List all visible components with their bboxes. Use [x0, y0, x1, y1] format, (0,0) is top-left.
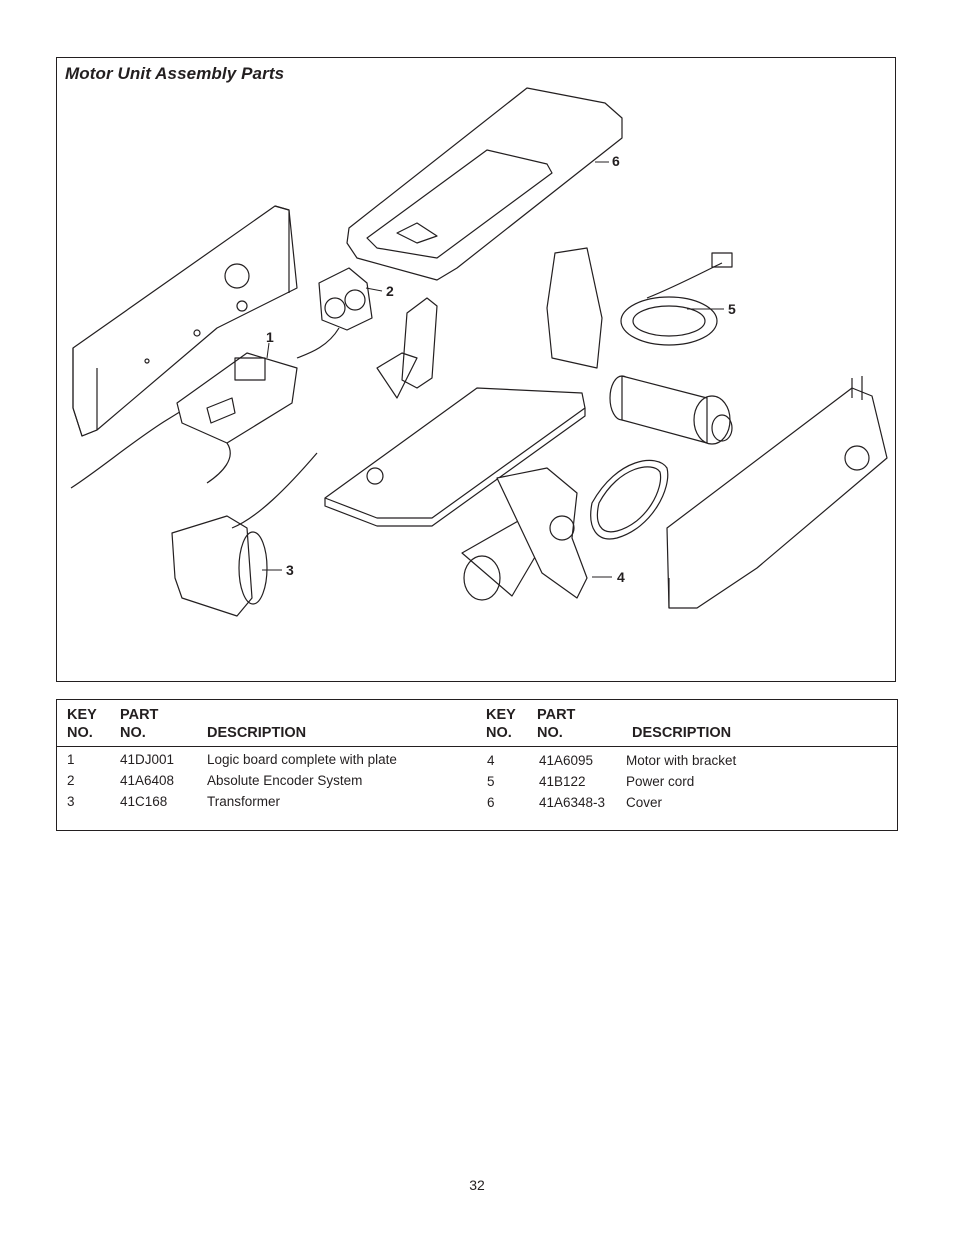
- left-side-panel: [70, 205, 298, 489]
- callout-3: 3: [286, 562, 294, 578]
- right-row-1-part: 41A6095: [539, 753, 594, 768]
- power-cord-part: [546, 247, 733, 369]
- callout-leaders: [262, 161, 724, 578]
- exploded-diagram: Motor Unit Assembly Parts: [56, 57, 896, 682]
- left-key-header: KEY NO.: [67, 707, 97, 741]
- mounting-bracket: [376, 297, 438, 399]
- diagram-title: Motor Unit Assembly Parts: [65, 64, 285, 83]
- right-row-3-key: 6: [487, 795, 495, 810]
- right-side-panel: [666, 376, 888, 609]
- left-row-1-part: 41DJ001: [120, 752, 175, 767]
- parts-table: KEY NO. PART NO. DESCRIPTION KEY NO. PAR…: [56, 699, 898, 831]
- right-description-header: DESCRIPTION: [632, 725, 732, 741]
- left-row-3-part: 41C168: [120, 794, 168, 809]
- header-rule: [57, 746, 897, 747]
- callout-1: 1: [266, 329, 274, 345]
- callout-6: 6: [612, 153, 620, 169]
- right-row-1-key: 4: [487, 753, 495, 768]
- motor-part: [461, 467, 588, 601]
- callout-2: 2: [386, 283, 394, 299]
- right-row-2-key: 5: [487, 774, 495, 789]
- right-row-1-desc: Motor with bracket: [626, 753, 737, 768]
- left-row-1-desc: Logic board complete with plate: [207, 752, 397, 767]
- encoder-part: [296, 267, 373, 359]
- drive-chain: [590, 459, 669, 540]
- callout-4: 4: [617, 569, 625, 585]
- left-row-2-key: 2: [67, 773, 75, 788]
- callout-5: 5: [728, 301, 736, 317]
- right-part-header: PART NO.: [537, 707, 576, 741]
- right-row-2-desc: Power cord: [626, 774, 695, 789]
- left-row-3-key: 3: [67, 794, 75, 809]
- left-row-1-key: 1: [67, 752, 75, 767]
- right-row-2-part: 41B122: [539, 774, 586, 789]
- right-row-3-part: 41A6348-3: [539, 795, 606, 810]
- base-plate: [324, 387, 586, 527]
- right-row-3-desc: Cover: [626, 795, 663, 810]
- left-row-3-desc: Transformer: [207, 794, 281, 809]
- left-row-2-desc: Absolute Encoder System: [207, 773, 363, 788]
- left-row-2-part: 41A6408: [120, 773, 175, 788]
- drive-sprocket: [609, 375, 733, 445]
- cover-part: [346, 87, 623, 281]
- motor-unit-illustration: [70, 87, 888, 617]
- right-key-header: KEY NO.: [486, 707, 516, 741]
- left-description-header: DESCRIPTION: [207, 725, 307, 741]
- page-number: 32: [469, 1177, 485, 1193]
- logic-board-part: [176, 352, 298, 484]
- transformer-part: [171, 452, 318, 617]
- left-part-header: PART NO.: [120, 707, 159, 741]
